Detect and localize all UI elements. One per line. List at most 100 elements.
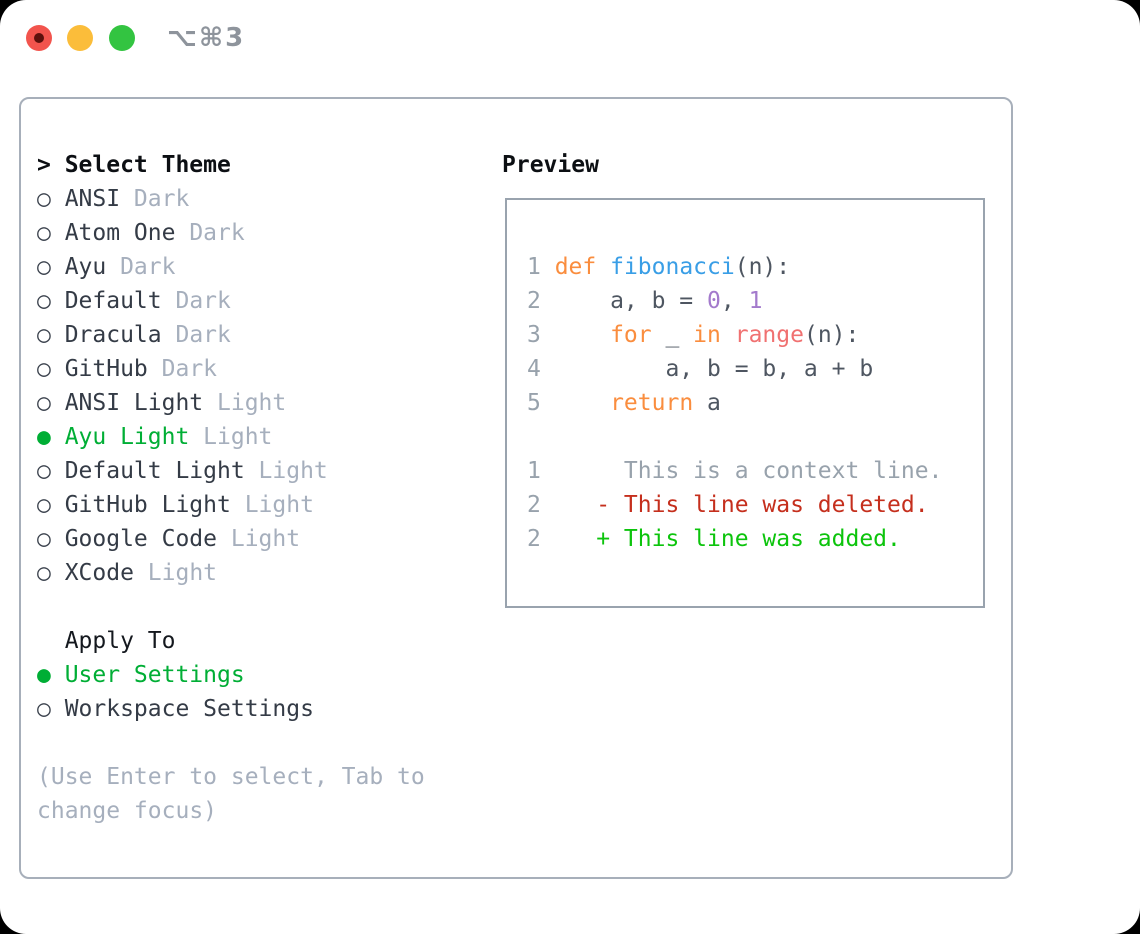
line-tokens: - This line was deleted.: [554, 492, 929, 518]
line-tokens: This is a context line.: [555, 458, 943, 484]
select-theme-header: > Select Theme: [37, 148, 439, 182]
code-token: a: [693, 390, 721, 416]
prompt-icon: >: [37, 152, 51, 178]
radio-icon: ○: [37, 696, 51, 722]
apply-option-workspace-settings[interactable]: ○ Workspace Settings: [37, 692, 439, 726]
minimize-button-icon[interactable]: [67, 25, 93, 51]
code-token: for: [610, 322, 652, 348]
line-tokens: return a: [555, 390, 721, 416]
preview-line: 3 for _ in range(n):: [527, 318, 942, 352]
window-titlebar: ⌥⌘3: [0, 0, 1140, 97]
code-token: (n):: [734, 254, 791, 280]
code-token: [555, 322, 610, 348]
option-label: GitHub Light: [64, 492, 231, 518]
code-token: range: [734, 322, 804, 348]
theme-option-ansi[interactable]: ○ ANSI Dark: [37, 182, 439, 216]
option-variant: Dark: [189, 220, 245, 246]
zoom-button-icon[interactable]: [109, 25, 135, 51]
option-label: Ayu Light: [64, 424, 190, 450]
radio-icon: ○: [37, 322, 51, 348]
line-number: 2: [527, 526, 541, 552]
code-token: def: [554, 254, 597, 280]
option-label: Dracula: [64, 322, 162, 348]
line-number: 2: [527, 492, 541, 518]
radio-icon: ○: [37, 288, 51, 314]
window-shortcut-label: ⌥⌘3: [167, 23, 246, 53]
theme-option-github-light[interactable]: ○ GitHub Light Light: [37, 488, 439, 522]
code-token: a, b =: [554, 288, 708, 314]
option-label: Ayu: [64, 254, 107, 280]
option-variant: Light: [244, 492, 314, 518]
code-token: [555, 390, 610, 416]
code-token: [721, 322, 735, 348]
apply-to-list: ●User Settings ○ Workspace Settings: [37, 658, 439, 726]
line-number: 4: [527, 356, 541, 382]
preview-title: Preview: [502, 152, 599, 178]
theme-option-dracula[interactable]: ○ Dracula Dark: [37, 318, 439, 352]
theme-option-google-code[interactable]: ○ Google Code Light: [37, 522, 439, 556]
option-variant: Light: [230, 526, 301, 552]
line-number: 2: [527, 288, 541, 314]
preview-line: 1 def fibonacci(n):: [527, 250, 942, 284]
option-variant: Light: [203, 424, 273, 450]
code-token: _: [651, 322, 694, 348]
code-token: 1: [748, 288, 763, 314]
option-variant: Dark: [120, 254, 176, 280]
option-variant: Dark: [161, 356, 218, 382]
preview-line: 5 return a: [527, 386, 942, 420]
preview-line: 2 - This line was deleted.: [527, 488, 942, 522]
option-label: Atom One: [64, 220, 176, 246]
option-variant: Dark: [133, 186, 190, 212]
radio-icon: ○: [37, 526, 51, 552]
line-number: 1: [527, 254, 541, 280]
line-tokens: a, b = 0, 1: [554, 288, 763, 314]
line-number: 1: [527, 458, 541, 484]
code-token: + This line was added.: [554, 526, 901, 552]
select-theme-title: Select Theme: [64, 152, 231, 178]
code-token: fibonacci: [610, 254, 735, 280]
option-label: User Settings: [64, 662, 245, 688]
option-label: XCode: [64, 560, 134, 586]
preview-line: 4 a, b = b, a + b: [527, 352, 942, 386]
radio-icon: ○: [37, 390, 51, 416]
option-label: Workspace Settings: [64, 696, 314, 722]
radio-icon: ●: [37, 424, 51, 450]
line-tokens: + This line was added.: [555, 526, 901, 552]
option-label: GitHub: [64, 356, 148, 382]
option-label: ANSI: [64, 186, 121, 212]
apply-option-user-settings[interactable]: ●User Settings: [37, 658, 439, 692]
preview-line: [527, 420, 942, 454]
code-token: - This line was deleted.: [554, 492, 929, 518]
option-label: Google Code: [64, 526, 218, 552]
close-button-icon[interactable]: [26, 25, 52, 51]
radio-icon: ○: [37, 560, 51, 586]
code-token: a, b = b, a + b: [554, 356, 874, 382]
code-token: (n):: [803, 322, 860, 348]
preview-line: 2 + This line was added.: [527, 522, 942, 556]
theme-option-ayu-light[interactable]: ● Ayu Light Light: [37, 420, 439, 454]
code-token: [596, 254, 610, 280]
line-tokens: for _ in range(n):: [555, 322, 860, 348]
option-variant: Dark: [175, 322, 231, 348]
preview-line: 2 a, b = 0, 1: [527, 284, 942, 318]
line-tokens: a, b = b, a + b: [554, 356, 874, 382]
option-label: Default: [64, 288, 162, 314]
radio-icon: ○: [37, 186, 51, 212]
radio-icon: ○: [37, 492, 51, 518]
apply-to-title: Apply To: [64, 628, 176, 654]
code-token: in: [693, 322, 721, 348]
option-label: Default Light: [64, 458, 245, 484]
preview-line: 1 This is a context line.: [527, 454, 942, 488]
